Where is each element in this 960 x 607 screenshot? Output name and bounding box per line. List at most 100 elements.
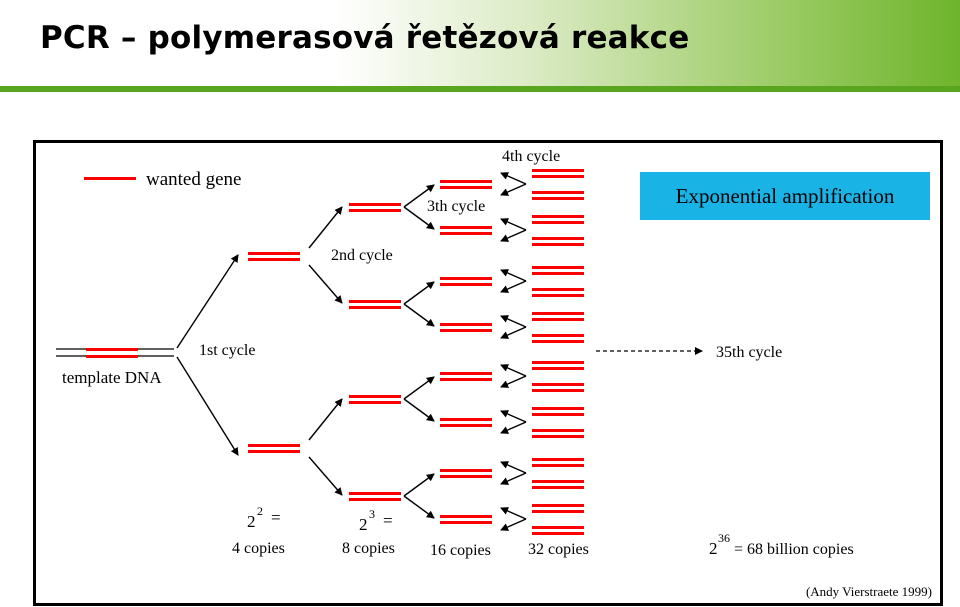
gen3-pair-4-bottom (440, 329, 492, 332)
gen4-pair-2-top (532, 191, 584, 194)
gen4-pair-7-top (532, 312, 584, 315)
cycle4-arrow-11 (500, 410, 527, 423)
template-label: template DNA (62, 368, 162, 387)
cycle4-arrow-4 (500, 229, 527, 242)
cycle4-arrow-7 (500, 315, 527, 328)
gen4-pair-4-bottom (532, 243, 584, 246)
final-cycle-label: 35th cycle (716, 344, 782, 361)
count-gen3: 16 copies (430, 542, 491, 559)
cycle4-arrow-1 (500, 172, 527, 185)
gen3-pair-3-top (440, 277, 492, 280)
gen3-pair-6-bottom (440, 424, 492, 427)
generation-1-pairs (248, 252, 300, 453)
gen3-pair-3-bottom (440, 283, 492, 286)
svg-text:2: 2 (709, 539, 718, 558)
gen4-pair-15-bottom (532, 510, 584, 513)
formula-gen1: 2 2 = (247, 504, 281, 531)
cycle3-arrow-8 (403, 495, 435, 519)
cycle4-arrow-3 (500, 218, 527, 231)
gen1-pair-1-top (248, 252, 300, 255)
cycle2-arrows (308, 206, 343, 496)
cycle4-arrow-6 (500, 280, 527, 293)
count-gen2: 8 copies (342, 540, 395, 557)
gen2-pair-3-top (349, 395, 401, 398)
gen4-pair-14-bottom (532, 486, 584, 489)
svg-text:2: 2 (247, 512, 256, 531)
gen1-pair-2-bottom (248, 450, 300, 453)
cycle4-arrow-15 (500, 507, 527, 520)
gen4-pair-6-bottom (532, 294, 584, 297)
gen2-pair-1-top (349, 203, 401, 206)
svg-text:=: = (383, 511, 393, 530)
gen4-pair-4-top (532, 237, 584, 240)
cycle3-arrow-6 (403, 398, 435, 422)
legend: wanted gene (84, 169, 241, 190)
gen3-pair-8-top (440, 515, 492, 518)
pcr-diagram: wanted gene template DNA 1st cycle 2nd c… (33, 140, 943, 606)
gen3-pair-2-bottom (440, 232, 492, 235)
gen2-pair-4-top (349, 492, 401, 495)
cycle4-arrow-13 (500, 461, 527, 474)
gen3-pair-1-top (440, 180, 492, 183)
cycle1-arrows (176, 254, 239, 456)
cycle4-arrow-10 (500, 375, 527, 388)
cycle-2-label: 2nd cycle (331, 247, 393, 264)
cycle4-arrows (500, 172, 527, 531)
gen4-pair-14-top (532, 480, 584, 483)
legend-label: wanted gene (146, 169, 241, 190)
gen4-pair-12-top (532, 429, 584, 432)
cycle3-arrows (403, 184, 435, 519)
header-accent-bar (0, 86, 960, 92)
cycle4-arrow-12 (500, 421, 527, 434)
cycle3-arrow-4 (403, 303, 435, 327)
gen4-pair-3-top (532, 215, 584, 218)
banner-background (640, 172, 930, 220)
gen1-pair-1-bottom (248, 258, 300, 261)
generation-2-pairs (349, 203, 401, 501)
cycle-4-label: 4th cycle (502, 148, 560, 165)
cycle4-arrow-5 (500, 269, 527, 282)
gen4-pair-10-bottom (532, 389, 584, 392)
cycle3-arrow-1 (403, 184, 435, 208)
gen1-pair-2-top (248, 444, 300, 447)
cycle4-arrow-14 (500, 472, 527, 485)
cycle3-arrow-5 (403, 376, 435, 400)
gen3-pair-1-bottom (440, 186, 492, 189)
gen3-pair-7-bottom (440, 475, 492, 478)
svg-text:36: 36 (718, 531, 730, 545)
gen4-pair-15-top (532, 504, 584, 507)
gen3-pair-5-top (440, 372, 492, 375)
gen4-pair-13-top (532, 458, 584, 461)
gen4-pair-10-top (532, 383, 584, 386)
banner-text: Exponential amplification (676, 184, 895, 208)
gen4-pair-13-bottom (532, 464, 584, 467)
gen4-pair-11-bottom (532, 413, 584, 416)
gen3-pair-7-top (440, 469, 492, 472)
gen4-pair-16-bottom (532, 532, 584, 535)
gen4-pair-7-bottom (532, 318, 584, 321)
gen2-pair-4-bottom (349, 498, 401, 501)
header-background (0, 0, 960, 90)
gen4-pair-3-bottom (532, 221, 584, 224)
gen2-pair-1-bottom (349, 209, 401, 212)
gen2-pair-2-bottom (349, 306, 401, 309)
cycle-1-label: 1st cycle (199, 342, 255, 359)
cycle4-arrow-16 (500, 518, 527, 531)
cycle4-arrow-9 (500, 364, 527, 377)
svg-text:= 68 billion copies: = 68 billion copies (734, 541, 854, 558)
gen3-pair-6-top (440, 418, 492, 421)
gen2-pair-3-bottom (349, 401, 401, 404)
gen4-pair-1-top (532, 169, 584, 172)
gen3-pair-2-top (440, 226, 492, 229)
generation-4-strands (532, 169, 584, 535)
formula-gen2: 2 3 = (359, 507, 393, 534)
svg-text:2: 2 (257, 504, 263, 518)
count-gen4: 32 copies (528, 541, 589, 558)
gen4-pair-2-bottom (532, 197, 584, 200)
pcr-diagram-svg: wanted gene template DNA 1st cycle 2nd c… (56, 148, 932, 599)
gen3-pair-4-top (440, 323, 492, 326)
credit: (Andy Vierstraete 1999) (806, 584, 932, 599)
cycle4-arrow-2 (500, 183, 527, 196)
cycle4-arrow-8 (500, 326, 527, 339)
legend-strand-icon (84, 177, 136, 180)
